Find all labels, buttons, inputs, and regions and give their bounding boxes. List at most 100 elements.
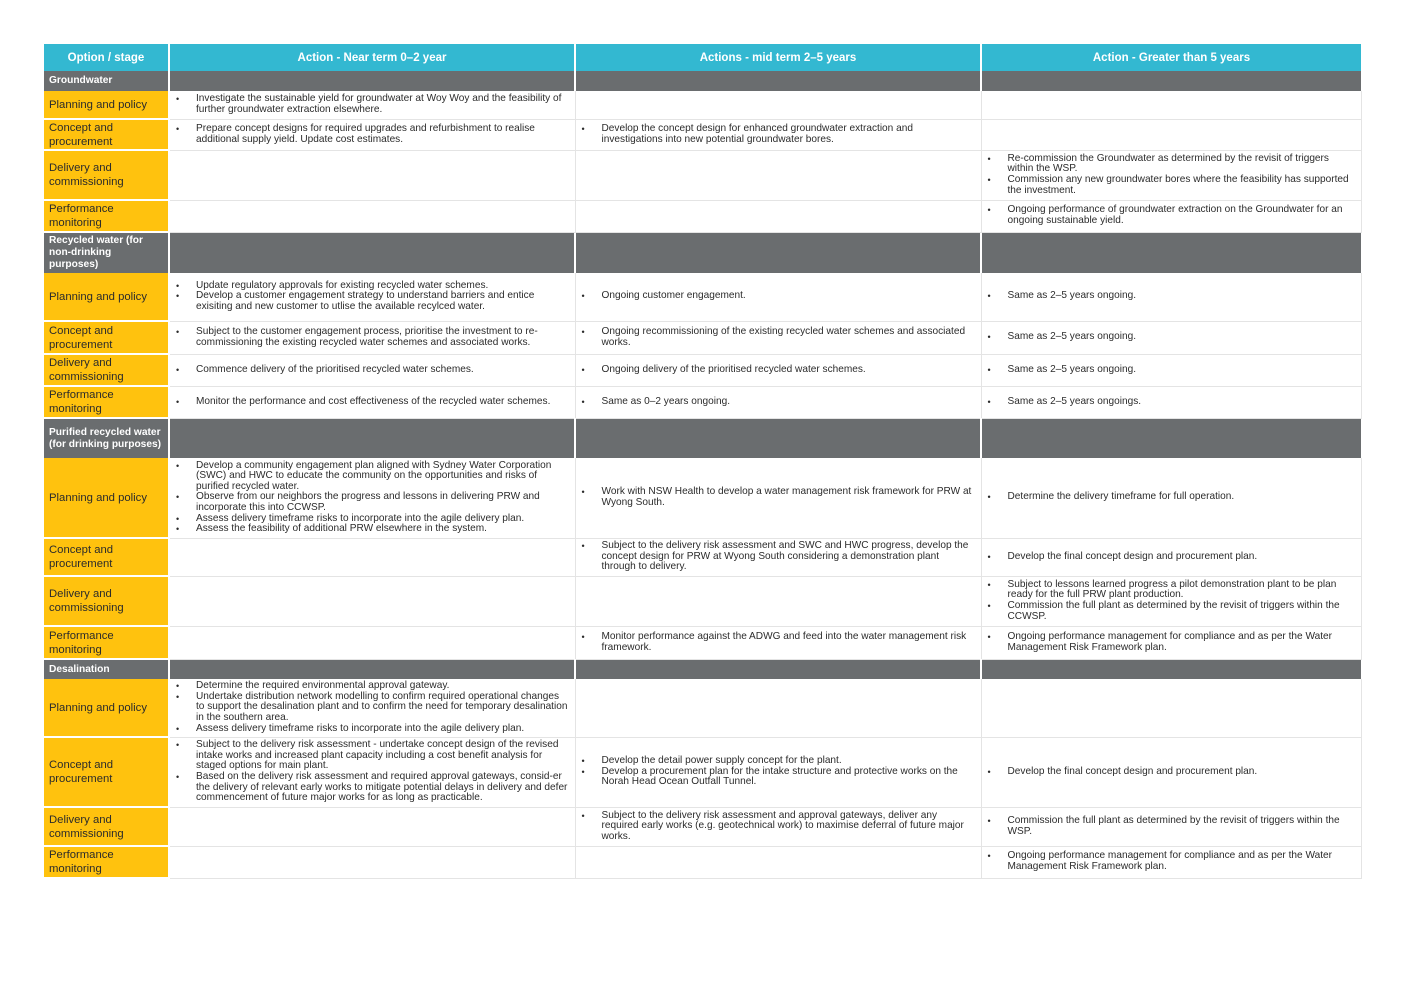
near-term-actions: Determine the required environmental app… (169, 679, 576, 738)
mid-term-actions: Monitor performance against the ADWG and… (575, 626, 982, 660)
long-term-actions (981, 679, 1362, 738)
action-item: Prepare concept designs for required upg… (176, 123, 570, 145)
stage-label: Concept and procurement (44, 321, 170, 355)
mid-term-actions: Develop the concept design for enhanced … (575, 119, 982, 151)
section-header-cell (575, 71, 982, 91)
header-option-stage: Option / stage (44, 44, 170, 71)
action-list: Commission the full plant as determined … (988, 815, 1356, 837)
action-list: Subject to the delivery risk assessment … (176, 739, 570, 804)
action-item: Based on the delivery risk assessment an… (176, 771, 570, 804)
action-item: Same as 2–5 years ongoings. (988, 396, 1356, 408)
header-row: Option / stage Action - Near term 0–2 ye… (44, 44, 1361, 71)
stage-label: Planning and policy (44, 679, 170, 738)
action-item: Assess delivery timeframe risks to incor… (176, 723, 570, 735)
action-item: Same as 2–5 years ongoing. (988, 364, 1356, 376)
near-term-actions: Prepare concept designs for required upg… (169, 119, 576, 151)
action-item: Same as 2–5 years ongoing. (988, 332, 1356, 343)
section-title: Groundwater (44, 71, 170, 91)
near-term-actions: Commence delivery of the prioritised rec… (169, 354, 576, 387)
action-list: Subject to lessons learned progress a pi… (988, 579, 1356, 622)
action-item: Same as 0–2 years ongoing. (582, 396, 976, 408)
action-list: Develop the concept design for enhanced … (582, 123, 976, 145)
action-item: Undertake distribution network modelling… (176, 691, 570, 724)
section-title: Purified recycled water (for drinking pu… (44, 418, 170, 458)
action-list: Same as 2–5 years ongoing. (988, 291, 1356, 302)
action-item: Observe from our neighbors the progress … (176, 492, 570, 513)
section-header-cell (981, 659, 1361, 679)
table-row: Concept and procurement Prepare concept d… (44, 119, 1362, 151)
table-row: Planning and policyDetermine the require… (44, 679, 1362, 738)
long-term-actions: Same as 2–5 years ongoing. (981, 354, 1362, 387)
action-list: Develop the detail power supply concept … (582, 756, 976, 788)
long-term-actions (981, 119, 1362, 151)
section-header-cell (169, 659, 576, 679)
action-item: Develop the final concept design and pro… (988, 551, 1356, 563)
mid-term-actions (575, 846, 982, 879)
action-list: Ongoing delivery of the prioritised recy… (582, 364, 976, 376)
mid-term-actions (575, 679, 982, 738)
action-list: Determine the delivery timeframe for ful… (988, 492, 1356, 503)
action-item: Determine the delivery timeframe for ful… (988, 492, 1356, 503)
action-list: Ongoing customer engagement. (582, 291, 976, 302)
action-list: Subject to the delivery risk assessment … (582, 810, 976, 843)
action-item: Update regulatory approvals for existing… (176, 280, 570, 292)
action-item: Subject to lessons learned progress a pi… (988, 579, 1356, 601)
action-item: Commission the full plant as determined … (988, 600, 1356, 622)
stage-label: Planning and policy (44, 91, 170, 120)
section-header-row: Purified recycled water (for drinking pu… (44, 418, 1361, 458)
mid-term-actions: Subject to the delivery risk assessment … (575, 807, 982, 847)
action-item: Ongoing performance management for compl… (988, 851, 1356, 872)
action-item: Work with NSW Health to develop a water … (582, 486, 976, 508)
near-term-actions: Subject to the customer engagement proce… (169, 321, 576, 355)
stage-label: Concept and procurement (44, 119, 170, 151)
table-row: Delivery and commissioningCommence deliv… (44, 354, 1362, 387)
action-item: Assess the feasibility of additional PRW… (176, 524, 570, 535)
near-term-actions: Subject to the delivery risk assessment … (169, 737, 576, 808)
action-item: Monitor performance against the ADWG and… (582, 631, 976, 653)
near-term-actions (169, 150, 576, 201)
section-title: Recycled water (for non-drinking purpose… (44, 233, 170, 273)
mid-term-actions: Subject to the delivery risk assessment … (575, 538, 982, 577)
stage-label: Delivery and commissioning (44, 150, 170, 201)
long-term-actions (981, 91, 1362, 120)
table-row: Performance monitoring Monitor performanc… (44, 626, 1362, 660)
section-header-cell (981, 71, 1361, 91)
long-term-actions: Same as 2–5 years ongoing. (981, 321, 1362, 355)
action-list: Same as 2–5 years ongoing. (988, 364, 1356, 376)
long-term-actions: Develop the final concept design and pro… (981, 737, 1362, 808)
action-list: Monitor performance against the ADWG and… (582, 631, 976, 653)
table-row: Performance monitoring Monitor the perfor… (44, 386, 1362, 419)
action-item: Monitor the performance and cost effecti… (176, 396, 570, 408)
stage-label: Performance monitoring (44, 386, 170, 419)
long-term-actions: Subject to lessons learned progress a pi… (981, 576, 1362, 627)
section-header-row: Groundwater (44, 71, 1361, 91)
table-row: Planning and policyInvestigate the susta… (44, 91, 1362, 120)
action-item: Subject to the customer engagement proce… (176, 326, 570, 348)
section-header-cell (575, 659, 982, 679)
action-list: Ongoing performance management for compl… (988, 851, 1356, 872)
stage-label: Performance monitoring (44, 626, 170, 660)
stage-label: Performance monitoring (44, 200, 170, 233)
table-row: Delivery and commissioning Subject to les… (44, 576, 1362, 627)
near-term-actions: Update regulatory approvals for existing… (169, 273, 576, 322)
section-header-cell (981, 418, 1361, 458)
table-row: Concept and procurementSubject to the de… (44, 538, 1362, 577)
stage-label: Planning and policy (44, 273, 170, 322)
action-list: Develop a community engagement plan alig… (176, 460, 570, 535)
mid-term-actions (575, 150, 982, 201)
action-list: Same as 2–5 years ongoings. (988, 396, 1356, 408)
mid-term-actions: Ongoing delivery of the prioritised recy… (575, 354, 982, 387)
stage-label: Delivery and commissioning (44, 576, 170, 627)
near-term-actions: Monitor the performance and cost effecti… (169, 386, 576, 419)
action-item: Assess delivery timeframe risks to incor… (176, 513, 570, 525)
table-row: Concept and procurementSubject to the de… (44, 737, 1362, 808)
near-term-actions (169, 538, 576, 577)
mid-term-actions: Ongoing recommissioning of the existing … (575, 321, 982, 355)
action-list: Work with NSW Health to develop a water … (582, 486, 976, 508)
long-term-actions: Ongoing performance of groundwater extra… (981, 200, 1362, 233)
action-item: Develop a procurement plan for the intak… (582, 766, 976, 788)
action-list: Same as 2–5 years ongoing. (988, 332, 1356, 343)
table-row: Planning and policyDevelop a community e… (44, 458, 1362, 539)
action-list: Develop the final concept design and pro… (988, 766, 1356, 778)
